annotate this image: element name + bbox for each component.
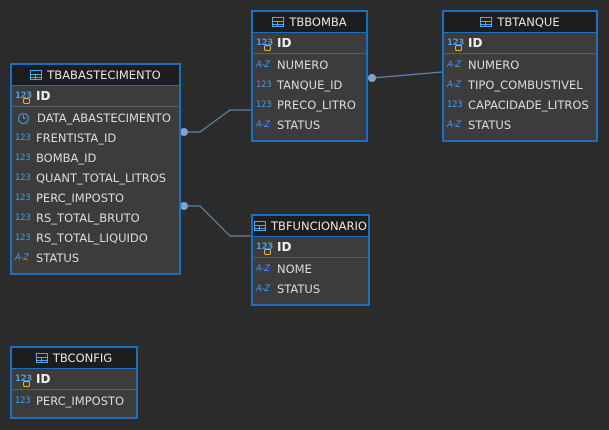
column-row[interactable]: A-Z NOME: [253, 259, 368, 279]
entity-header: TBFUNCIONARIO: [253, 216, 368, 237]
connector-dot-bomba-tanque: [368, 74, 376, 82]
connector-dot-abastecimento-bomba: [180, 128, 188, 136]
number-key-icon: 123: [256, 242, 273, 255]
connector-bomba-tanque: [371, 71, 443, 79]
pk-row[interactable]: 123 ID: [253, 33, 366, 54]
table-icon: [480, 17, 493, 27]
column-row[interactable]: 123 PERC_IMPOSTO: [12, 391, 136, 411]
column-name: BOMBA_ID: [36, 151, 97, 165]
table-icon: [30, 70, 43, 80]
table-icon: [254, 221, 267, 231]
pk-row[interactable]: 123 ID: [12, 86, 179, 107]
pk-row[interactable]: 123 ID: [12, 369, 136, 390]
pk-name: ID: [468, 36, 483, 50]
number-key-icon: 123: [15, 91, 32, 104]
text-type-icon: A-Z: [256, 284, 270, 294]
number-icon: 123: [15, 133, 31, 143]
entity-tbfuncionario[interactable]: TBFUNCIONARIO 123 ID A-Z NOME A-Z STATUS: [251, 214, 370, 306]
number-icon: 123: [15, 193, 31, 203]
pk-name: ID: [277, 36, 292, 50]
text-type-icon: A-Z: [447, 60, 461, 70]
column-row[interactable]: A-Z STATUS: [12, 248, 179, 268]
column-name: DATA_ABASTECIMENTO: [37, 111, 171, 125]
table-icon: [35, 353, 48, 363]
column-name: RS_TOTAL_LIQUIDO: [36, 231, 148, 245]
entity-title: TBABASTECIMENTO: [47, 68, 161, 82]
number-key-icon: 123: [447, 38, 464, 51]
column-name: PERC_IMPOSTO: [36, 191, 125, 205]
entity-tbbomba[interactable]: TBBOMBA 123 ID A-Z NUMERO 123 TANQUE_ID …: [251, 10, 368, 142]
column-name: NUMERO: [468, 58, 520, 72]
column-row[interactable]: 123 FRENTISTA_ID: [12, 128, 179, 148]
column-name: TANQUE_ID: [277, 78, 343, 92]
pk-name: ID: [36, 372, 51, 386]
entity-title: TBTANQUE: [497, 15, 560, 29]
number-key-icon: 123: [256, 38, 273, 51]
column-row[interactable]: 123 QUANT_TOTAL_LITROS: [12, 168, 179, 188]
entity-tbtanque[interactable]: TBTANQUE 123 ID A-Z NUMERO A-Z TIPO_COMB…: [442, 10, 598, 142]
column-name: RS_TOTAL_BRUTO: [36, 211, 140, 225]
column-row[interactable]: A-Z TIPO_COMBUSTIVEL: [444, 75, 596, 95]
column-name: NUMERO: [277, 58, 329, 72]
connector-abastecimento-bomba: [184, 109, 251, 133]
column-name: STATUS: [36, 251, 80, 265]
pk-name: ID: [277, 240, 292, 254]
column-row[interactable]: A-Z STATUS: [253, 115, 366, 135]
column-name: PERC_IMPOSTO: [36, 394, 125, 408]
column-name: FRENTISTA_ID: [36, 131, 117, 145]
column-row[interactable]: 123 PERC_IMPOSTO: [12, 188, 179, 208]
number-icon: 123: [15, 153, 31, 163]
column-name: STATUS: [277, 282, 321, 296]
number-icon: 123: [15, 396, 31, 406]
column-row[interactable]: 123 RS_TOTAL_LIQUIDO: [12, 228, 179, 248]
number-icon: 123: [256, 80, 272, 90]
pk-name: ID: [36, 89, 51, 103]
clock-icon: [18, 112, 29, 124]
column-name: QUANT_TOTAL_LITROS: [36, 171, 167, 185]
table-icon: [272, 17, 285, 27]
text-type-icon: A-Z: [256, 120, 270, 130]
entity-title: TBFUNCIONARIO: [271, 219, 367, 233]
entity-title: TBCONFIG: [52, 351, 113, 365]
column-name: TIPO_COMBUSTIVEL: [468, 78, 583, 92]
pk-row[interactable]: 123 ID: [253, 237, 368, 258]
text-type-icon: A-Z: [256, 264, 270, 274]
column-name: NOME: [277, 262, 312, 276]
number-key-icon: 123: [15, 374, 32, 387]
column-row[interactable]: 123 CAPACIDADE_LITROS: [444, 95, 596, 115]
number-icon: 123: [447, 100, 463, 110]
column-name: STATUS: [277, 118, 321, 132]
column-row[interactable]: A-Z NUMERO: [444, 55, 596, 75]
entity-header: TBBOMBA: [253, 12, 366, 33]
text-type-icon: A-Z: [447, 120, 461, 130]
column-row[interactable]: DATA_ABASTECIMENTO: [12, 108, 179, 128]
text-type-icon: A-Z: [256, 60, 270, 70]
column-row[interactable]: A-Z STATUS: [444, 115, 596, 135]
number-icon: 123: [15, 233, 31, 243]
entity-header: TBTANQUE: [444, 12, 596, 33]
number-icon: 123: [15, 213, 31, 223]
entity-title: TBBOMBA: [289, 15, 347, 29]
entity-tbconfig[interactable]: TBCONFIG 123 ID 123 PERC_IMPOSTO: [10, 346, 138, 419]
number-icon: 123: [256, 100, 272, 110]
column-row[interactable]: A-Z NUMERO: [253, 55, 366, 75]
text-type-icon: A-Z: [447, 80, 461, 90]
column-name: CAPACIDADE_LITROS: [468, 98, 589, 112]
column-row[interactable]: 123 TANQUE_ID: [253, 75, 366, 95]
pk-row[interactable]: 123 ID: [444, 33, 596, 54]
column-name: PRECO_LITRO: [277, 98, 356, 112]
number-icon: 123: [15, 173, 31, 183]
connector-abastecimento-funcionario: [184, 205, 251, 237]
column-name: STATUS: [468, 118, 512, 132]
entity-header: TBCONFIG: [12, 348, 136, 369]
text-type-icon: A-Z: [15, 253, 29, 263]
column-row[interactable]: A-Z STATUS: [253, 279, 368, 299]
column-row[interactable]: 123 PRECO_LITRO: [253, 95, 366, 115]
entity-tbabastecimento[interactable]: TBABASTECIMENTO 123 ID DATA_ABASTECIMENT…: [10, 63, 181, 275]
entity-header: TBABASTECIMENTO: [12, 65, 179, 86]
column-row[interactable]: 123 RS_TOTAL_BRUTO: [12, 208, 179, 228]
connector-dot-abastecimento-funcionario: [180, 202, 188, 210]
column-row[interactable]: 123 BOMBA_ID: [12, 148, 179, 168]
